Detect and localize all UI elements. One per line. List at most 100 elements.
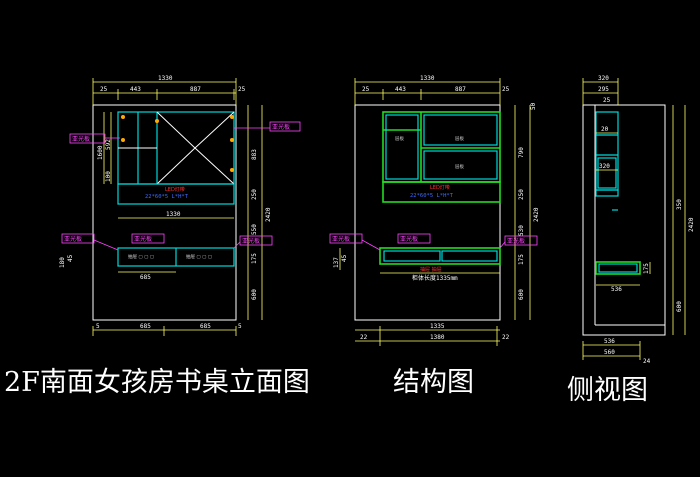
front-dim-right-3: 2420 [265, 207, 272, 222]
structure-wall-outline [354, 104, 501, 321]
structure-dim-bot-full: 1380 [430, 334, 445, 341]
structure-tag-box [397, 233, 431, 244]
front-dim-top-left: 25 [100, 86, 108, 93]
side-dim-right-1: 350 [676, 199, 683, 210]
front-dim-left-3: 100 [105, 171, 112, 182]
front-wall-outline [92, 104, 237, 321]
front-dim-bot-left: 5 [96, 323, 100, 330]
leader-line [233, 241, 241, 249]
side-dim-right-2: 2420 [688, 217, 695, 232]
structure-dim-right-1: 790 [518, 147, 525, 158]
side-dim-bot-3: 24 [643, 358, 651, 365]
hinge-icon [155, 119, 159, 123]
structure-dim-top-a: 443 [395, 86, 406, 93]
side-dim-top-2: 295 [598, 86, 609, 93]
structure-led-spec: 22*60*5 L*H*T [410, 193, 454, 199]
structure-tag-3: 亚光板 [507, 237, 525, 245]
front-tag-box [131, 233, 165, 244]
structure-view-title: 结构图 [393, 367, 474, 398]
front-dim-bot-right: 5 [238, 323, 242, 330]
structure-dim-left-1: 137 [333, 257, 340, 268]
structure-dim-bot-right: 22 [502, 334, 510, 341]
front-drawer-a: 抽屉 ▢ ▢ ▢ [128, 253, 154, 260]
front-tag-2: 亚光板 [272, 123, 290, 131]
side-view-title: 侧视图 [567, 375, 648, 406]
front-tag-1: 亚光板 [72, 135, 90, 143]
structure-dim-bot-total: 1335 [430, 323, 445, 330]
front-tag-box [269, 121, 301, 132]
front-dim-right-6: 600 [251, 289, 258, 300]
structure-dim-bot-left: 22 [360, 334, 368, 341]
front-dim-bot-a: 685 [140, 323, 151, 330]
structure-tag-box [504, 235, 538, 246]
front-dim-left-4: 180 [59, 257, 66, 268]
side-dim-desk: 536 [611, 286, 622, 293]
front-dim-right-1: 883 [251, 149, 258, 160]
front-dim-right-2: 250 [251, 189, 258, 200]
structure-dim-top-b: 887 [455, 86, 466, 93]
side-view: 320 295 25 20 320 536 175 350 2420 600 5… [582, 75, 695, 365]
hinge-icon [121, 115, 125, 119]
structure-desk [379, 247, 501, 265]
structure-tag-box [329, 233, 363, 244]
structure-tag-2: 亚光板 [400, 235, 418, 243]
front-door-swing [194, 111, 235, 185]
structure-dim-top-right: 25 [502, 86, 510, 93]
structure-upper-frame [382, 111, 501, 183]
front-tag-box [61, 233, 95, 244]
side-dim-left-1: 20 [601, 126, 609, 133]
front-led-label: LED灯带 [165, 186, 185, 193]
structure-dim-right-4: 530 [518, 225, 525, 236]
structure-dim-right-6: 600 [518, 289, 525, 300]
structure-desk-note: 柜体长度1335mm [412, 274, 458, 282]
structure-inner-box [385, 114, 419, 180]
front-tag-4: 亚光板 [134, 235, 152, 243]
front-dim-mid-total: 1330 [166, 211, 181, 218]
side-dim-top-3: 25 [603, 97, 611, 104]
front-tag-3: 亚光板 [64, 235, 82, 243]
structure-inner-box [423, 114, 498, 146]
front-dim-bot-b: 685 [200, 323, 211, 330]
side-dim-mid: 175 [643, 263, 650, 274]
front-led-spec: 22*60*5 L*H*T [145, 194, 189, 200]
side-inner-box [597, 157, 617, 189]
front-tag-box [239, 235, 273, 246]
front-dim-right-5: 175 [251, 253, 258, 264]
structure-inner-box [423, 150, 498, 180]
structure-led-label: LED灯带 [430, 184, 450, 191]
structure-view: 层板 层板 层板 LED灯带 22*60*5 L*H*T 抽屉 抽屉 柜体长度1… [329, 75, 540, 346]
front-elevation: LED灯带 22*60*5 L*H*T 抽屉 ▢ ▢ ▢ 抽屉 ▢ ▢ ▢ 13… [59, 75, 301, 336]
front-dim-right-4: 550 [251, 224, 258, 235]
structure-dim-right-3: 2420 [533, 207, 540, 222]
front-elevation-title: 2F南面女孩房书桌立面图 [4, 367, 310, 398]
front-dim-top-b: 887 [190, 86, 201, 93]
leader-line [361, 239, 381, 251]
front-dim-top-right: 25 [238, 86, 246, 93]
hinge-icon [230, 138, 234, 142]
front-dim-top-a: 443 [130, 86, 141, 93]
structure-dim-top-right-small: 50 [530, 102, 537, 110]
structure-dim-left-2: 45 [341, 254, 348, 262]
structure-shelf-label-2: 层板 [455, 135, 464, 142]
structure-shelf-label-1: 层板 [395, 135, 404, 142]
structure-dim-right-5: 175 [518, 254, 525, 265]
front-led-panel [117, 183, 235, 205]
front-dim-desk: 685 [140, 274, 151, 281]
leader-line [499, 241, 506, 249]
side-dim-bot-1: 536 [604, 338, 615, 345]
front-dim-top-total: 1330 [158, 75, 173, 82]
side-dim-right-3: 600 [676, 301, 683, 312]
front-dim-left-5: 45 [67, 254, 74, 262]
side-dim-top-1: 320 [598, 75, 609, 82]
front-drawer-b: 抽屉 ▢ ▢ ▢ [186, 253, 212, 260]
leader-line [93, 239, 119, 251]
structure-shelf-label-3: 层板 [455, 163, 464, 170]
structure-dim-right-2: 250 [518, 189, 525, 200]
structure-drawer [383, 250, 441, 262]
side-dim-bot-2: 560 [604, 349, 615, 356]
front-tag-5: 亚光板 [242, 237, 260, 245]
structure-dim-top-total: 1330 [420, 75, 435, 82]
side-dim-left-2: 320 [599, 163, 610, 170]
front-tag-box [69, 133, 106, 144]
